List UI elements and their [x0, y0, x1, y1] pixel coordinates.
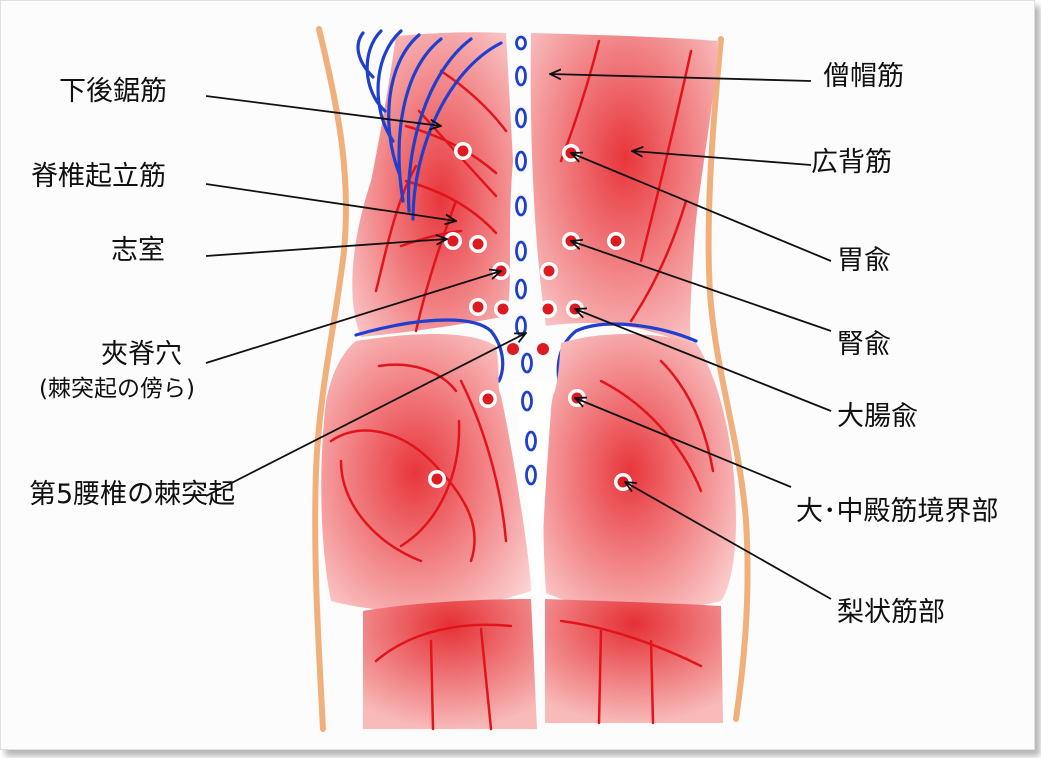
label-dai-chuudenkin: 大･中殿筋境界部 [796, 496, 999, 528]
acupoint-marker-icon [479, 390, 497, 408]
label-kakokyokin: 下後鋸筋 [59, 76, 167, 108]
right-thigh [545, 599, 723, 723]
label-jinyu: 腎兪 [837, 329, 891, 361]
acupoint-marker-icon [614, 473, 632, 491]
left-thigh [363, 599, 537, 729]
thighs [363, 599, 723, 729]
vertebra-icon [517, 152, 526, 170]
right-buttock [543, 334, 736, 610]
label-iyu: 胃兪 [837, 245, 891, 277]
label-kyousekiketsu: 夾脊穴 [101, 339, 182, 371]
vertebra-icon [517, 197, 526, 215]
acupoint-marker-icon [494, 300, 512, 318]
label-daichouyu: 大腸兪 [837, 401, 918, 433]
vertebra-icon [517, 37, 526, 49]
vertebra-icon [517, 280, 526, 298]
acupoint-marker-icon [607, 232, 625, 250]
vertebra-icon [517, 242, 526, 260]
acupoint-marker-icon [454, 142, 472, 160]
label-kouhaikin: 広背筋 [811, 147, 892, 179]
label-kyousekiketsu-note: (棘突起の傍ら) [39, 376, 195, 404]
label-shishitsu: 志室 [111, 235, 165, 267]
back-muscle-diagram [1, 1, 1034, 749]
vertebra-icon [523, 354, 532, 372]
right-back-muscle [531, 33, 719, 346]
acupoint-marker-icon [469, 298, 487, 316]
acupoint-marker-icon [539, 300, 557, 318]
acupoint-dot-icon [537, 343, 549, 355]
vertebra-icon [517, 109, 526, 127]
acupoint-marker-icon [469, 235, 487, 253]
label-rijoukin: 梨状筋部 [837, 597, 945, 629]
acupoint-marker-icon [428, 470, 446, 488]
acupoint-marker-icon [540, 262, 558, 280]
vertebra-icon [517, 317, 526, 335]
label-soubokin: 僧帽筋 [823, 61, 904, 93]
label-sekichuukiritsukin: 脊椎起立筋 [31, 161, 166, 193]
label-lumbar5: 第5腰椎の棘突起 [29, 479, 235, 511]
acupoint-marker-icon [444, 232, 462, 250]
acupoint-dot-icon [507, 343, 519, 355]
vertebra-icon [517, 67, 526, 85]
